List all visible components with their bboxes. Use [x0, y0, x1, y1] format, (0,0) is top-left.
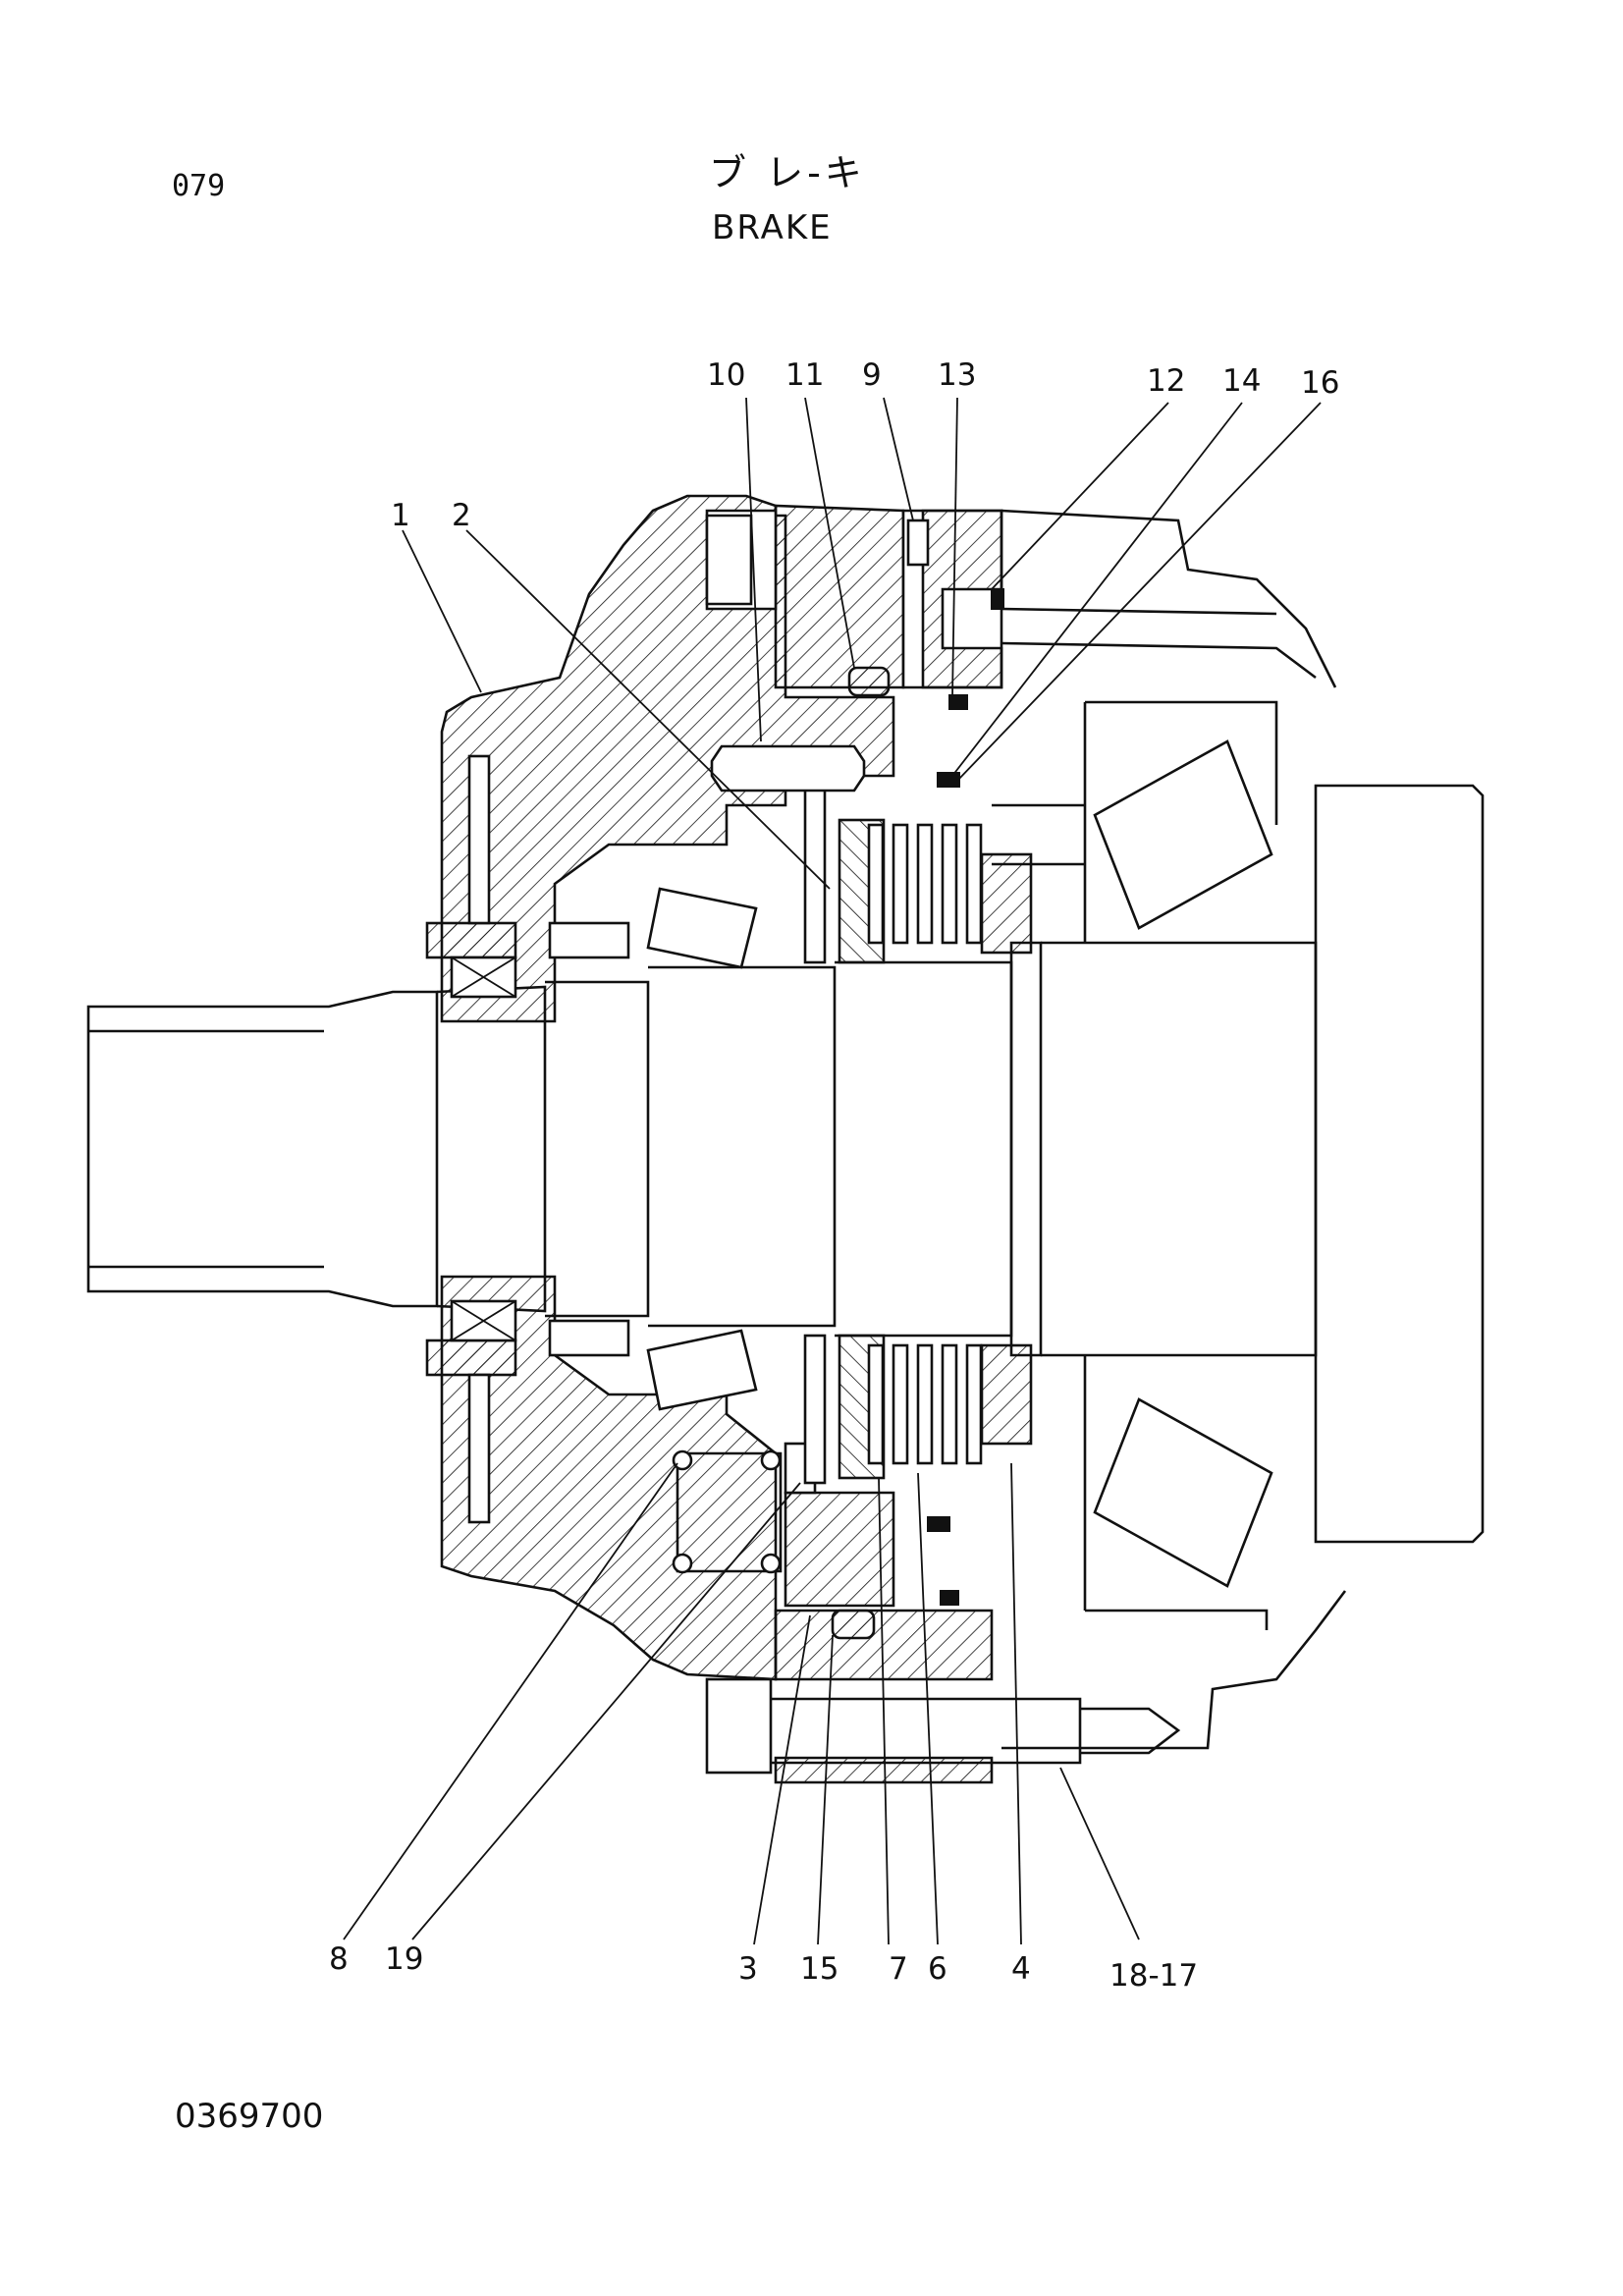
leader-lines [343, 397, 1322, 1945]
page-number: 079 [172, 169, 226, 203]
oil-seal-left [425, 754, 517, 1524]
housing-upper [440, 494, 1003, 1023]
callout-7: 7 [889, 1951, 908, 1987]
callout-4: 4 [1011, 1951, 1031, 1987]
pin-10 [710, 744, 866, 793]
callout-labels: 1 2 10 11 9 13 12 14 16 8 19 3 15 7 6 4 … [329, 357, 1339, 1994]
callout-10: 10 [707, 357, 745, 393]
callout-6: 6 [928, 1951, 947, 1987]
drawing-number: 0369700 [175, 2097, 324, 2136]
bearing-right [1083, 700, 1278, 1630]
callout-2: 2 [452, 498, 471, 533]
callout-15: 15 [800, 1951, 839, 1987]
callout-12: 12 [1147, 363, 1185, 399]
callout-8: 8 [329, 1941, 349, 1977]
disc-pack-upper [838, 818, 1033, 964]
callout-18-17: 18-17 [1109, 1958, 1198, 1994]
housing-right-outline [1001, 509, 1347, 1750]
callout-16: 16 [1301, 365, 1339, 401]
shaft [86, 784, 1485, 1544]
bearing-left [548, 887, 758, 1411]
callout-13: 13 [938, 357, 976, 393]
title-japanese: ブ レ-キ [709, 151, 866, 194]
seals [831, 519, 1004, 1640]
callout-11: 11 [785, 357, 824, 393]
callout-1: 1 [391, 498, 410, 533]
bolts [705, 803, 1181, 1775]
callout-9: 9 [862, 357, 882, 393]
title-english: BRAKE [712, 208, 833, 247]
disc-pack-lower [838, 1334, 1033, 1480]
piston [784, 784, 895, 1608]
callout-19: 19 [385, 1941, 423, 1977]
callout-14: 14 [1222, 363, 1261, 399]
spring-8 [672, 1449, 783, 1574]
callout-3: 3 [738, 1951, 758, 1987]
